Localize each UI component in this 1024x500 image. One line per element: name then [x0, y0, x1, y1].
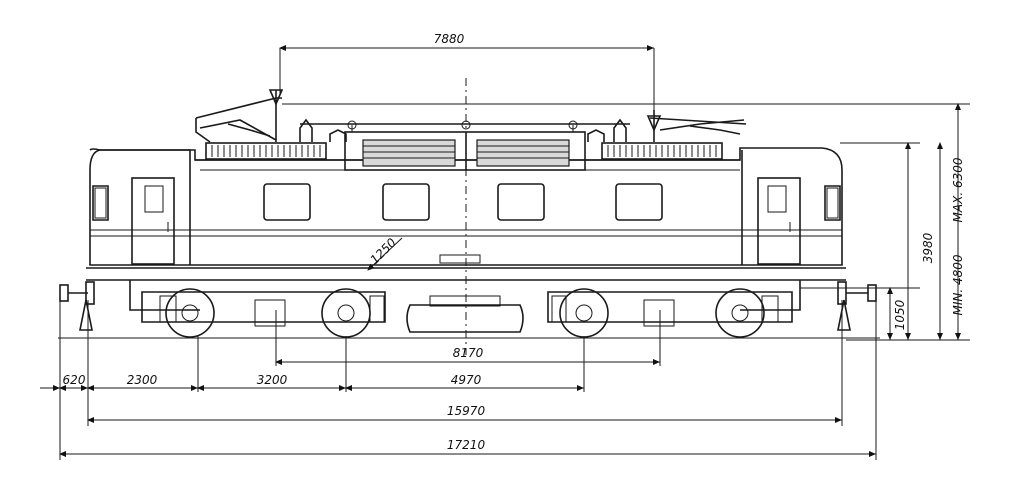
dim-coupler-height: 1050: [893, 299, 907, 330]
dimension-lines: 7880 MAX. 6300 MIN. 4800 3980 1050 1250 …: [40, 32, 970, 460]
dim-axle-spacing: 3200: [257, 373, 288, 387]
dim-length-body: 15970: [447, 404, 486, 418]
dim-roof-height: 3980: [921, 232, 935, 263]
pantograph-left: [195, 89, 284, 143]
dim-buffer-overhang: 620: [63, 373, 86, 387]
dim-pantograph-spacing: 7880: [434, 32, 465, 46]
dim-max-height: MAX. 6300: [951, 157, 965, 222]
bogies: [58, 288, 880, 339]
dim-length-buffers: 17210: [447, 438, 486, 452]
dim-inner-bogie: 8170: [453, 346, 484, 360]
dim-bogie-center: 4970: [451, 373, 482, 387]
dim-min-height: MIN. 4800: [951, 254, 965, 315]
roof-equipment: [205, 118, 723, 171]
locomotive-body: [86, 147, 846, 311]
dim-buffer-to-axle: 2300: [127, 373, 158, 387]
pantograph-right: [646, 110, 747, 142]
dim-wheel-diameter: 1250: [367, 235, 399, 267]
